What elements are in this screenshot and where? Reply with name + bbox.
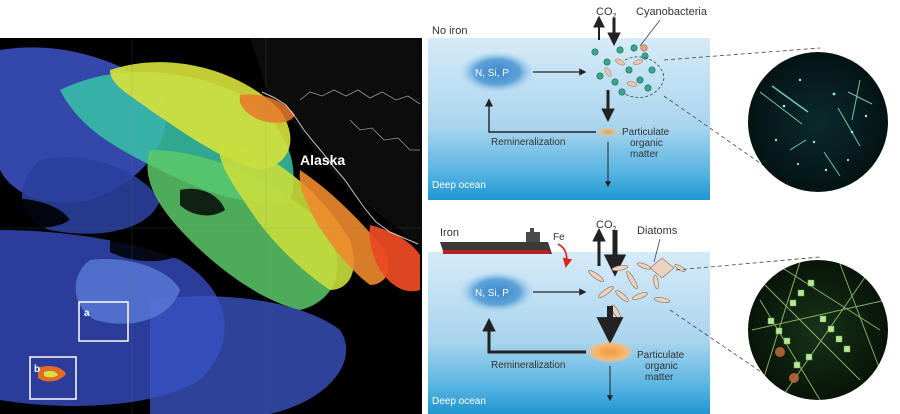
cyanobacteria-label: Cyanobacteria xyxy=(636,6,708,18)
sample-box-a-label: a xyxy=(84,308,90,319)
sea-iron xyxy=(428,252,710,414)
particulate-blob-top xyxy=(597,127,619,137)
alaska-label: Alaska xyxy=(300,152,345,168)
particulate-label-bottom-2: organic xyxy=(645,361,678,372)
panel-no-iron: No iron CO2 Cyanobacteria xyxy=(428,5,710,200)
deep-ocean-label-bottom: Deep ocean xyxy=(432,396,486,407)
nutrient-pool-bottom xyxy=(459,271,535,313)
sample-box-a xyxy=(78,301,129,342)
sample-box-b xyxy=(29,356,77,400)
fe-label: Fe xyxy=(553,232,565,243)
particulate-blob-bottom xyxy=(586,341,634,363)
particulate-label-bottom-3: matter xyxy=(645,372,674,383)
panel-iron: Iron Fe CO2 Diatoms xyxy=(428,219,710,414)
remineralization-label-top: Remineralization xyxy=(491,137,565,148)
co2-label-top: CO2 xyxy=(596,6,617,20)
heading-no-iron: No iron xyxy=(432,25,467,37)
particulate-label-top-1: Particulate xyxy=(622,127,670,138)
particulate-label-top-2: organic xyxy=(630,138,663,149)
nutrient-label-top: N, Si, P xyxy=(475,68,509,79)
nutrient-pool-top xyxy=(459,51,535,93)
particulate-label-bottom-1: Particulate xyxy=(637,350,685,361)
iron-addition-arrow xyxy=(557,243,573,268)
micrograph-cyanobacteria xyxy=(748,52,888,192)
heading-iron: Iron xyxy=(440,227,459,239)
zoom-line-top-1 xyxy=(663,47,821,61)
zoom-line-bottom-1 xyxy=(675,256,821,271)
remineralization-arrow-bottom xyxy=(482,317,586,354)
zoom-line-top-2 xyxy=(663,95,771,171)
cyanobacteria-leader xyxy=(639,19,661,47)
micrograph-diatoms xyxy=(748,260,888,400)
zoom-line-bottom-2 xyxy=(669,309,771,379)
particulate-label-top-3: matter xyxy=(630,149,659,160)
nutrient-label-bottom: N, Si, P xyxy=(475,288,509,299)
diatom-cluster xyxy=(588,257,686,320)
remineralization-arrow-top xyxy=(484,98,596,133)
satellite-map xyxy=(0,38,422,414)
remineralization-label-bottom: Remineralization xyxy=(491,360,565,371)
sample-box-b-label: b xyxy=(34,364,40,375)
diatoms-leader xyxy=(653,238,661,263)
cyanobacteria-cluster xyxy=(591,44,665,98)
deep-ocean-label-top: Deep ocean xyxy=(432,180,486,191)
iron-ship xyxy=(440,228,552,254)
diatoms-label: Diatoms xyxy=(637,225,678,237)
